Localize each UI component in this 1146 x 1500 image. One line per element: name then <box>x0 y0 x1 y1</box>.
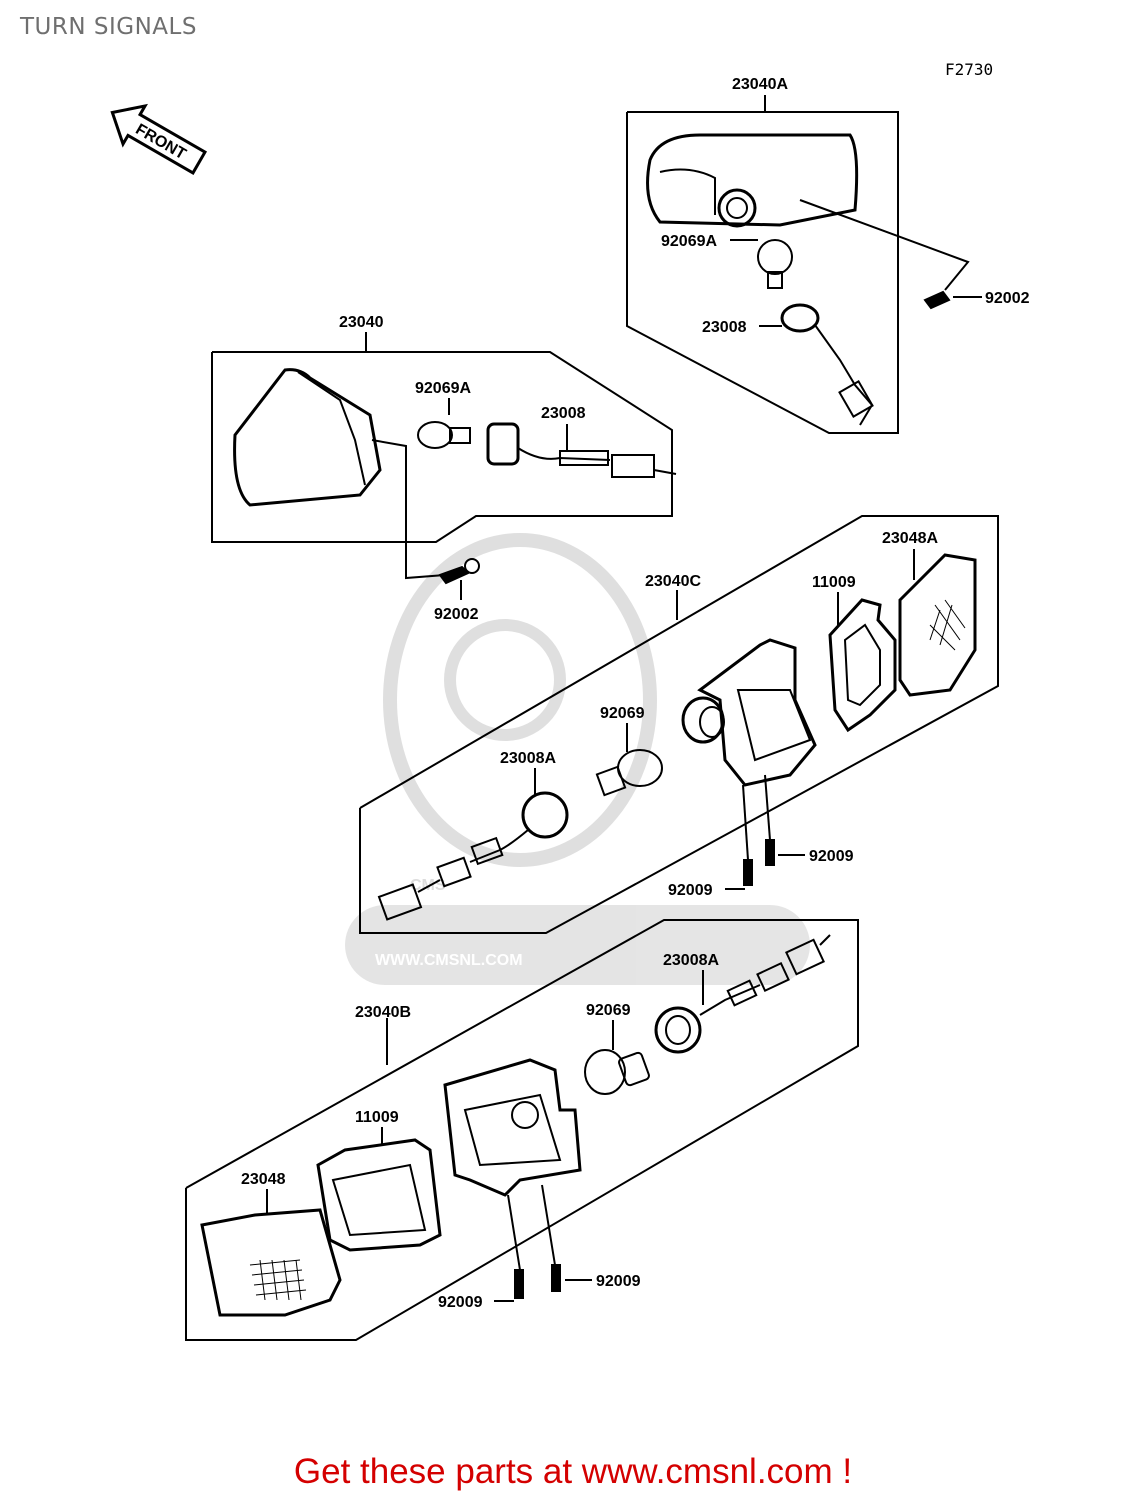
part-label-23040A: 23040A <box>732 76 788 93</box>
watermark: CMS WWW.CMSNL.COM <box>345 533 810 985</box>
part-label-23048A: 23048A <box>882 530 938 547</box>
turn-signals-parts-diagram: CMS WWW.CMSNL.COM F2730 FRONT 23040A 920… <box>110 60 1030 1341</box>
part-label-23008-top: 23008 <box>702 319 747 336</box>
part-label-92009-b2: 92009 <box>438 1294 483 1311</box>
part-label-23008-left: 23008 <box>541 405 586 422</box>
part-label-92069A-left: 92069A <box>415 380 471 397</box>
watermark-url: WWW.CMSNL.COM <box>375 952 523 969</box>
part-label-92002-left: 92002 <box>434 606 479 623</box>
part-label-23040: 23040 <box>339 314 384 331</box>
part-label-23040C: 23040C <box>645 573 701 590</box>
part-label-23040B: 23040B <box>355 1004 411 1021</box>
page-title: TURN SIGNALS <box>20 14 197 40</box>
part-label-92009-b1: 92009 <box>596 1273 641 1290</box>
footer-link[interactable]: Get these parts at www.cmsnl.com ! <box>293 1452 853 1491</box>
assembly-23040A <box>626 95 970 434</box>
part-label-92069-c: 92069 <box>600 705 645 722</box>
assembly-23040B <box>185 919 859 1341</box>
part-label-92069-b: 92069 <box>586 1002 631 1019</box>
part-label-92069A-top: 92069A <box>661 233 717 250</box>
part-label-92009-c2: 92009 <box>668 882 713 899</box>
assembly-23040 <box>211 332 677 585</box>
part-label-92009-c1: 92009 <box>809 848 854 865</box>
part-label-92002-top: 92002 <box>985 290 1030 307</box>
figure-code: F2730 <box>945 60 993 79</box>
part-label-11009-c: 11009 <box>812 574 856 591</box>
part-label-23008A-c: 23008A <box>500 750 556 767</box>
front-arrow-icon: FRONT <box>110 103 208 175</box>
part-label-23008A-b: 23008A <box>663 952 719 969</box>
assembly-23040C <box>359 515 999 934</box>
part-label-11009-b: 11009 <box>355 1109 399 1126</box>
part-label-23048: 23048 <box>241 1171 286 1188</box>
